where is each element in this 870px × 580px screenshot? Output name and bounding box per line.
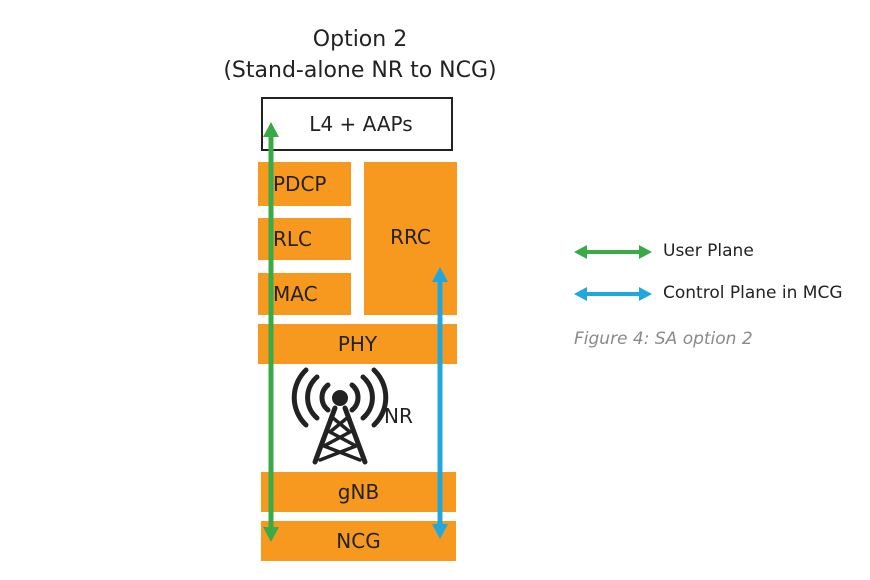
rrc-box: RRC bbox=[364, 162, 457, 315]
l4-aaps-label: L4 + AAPs bbox=[309, 112, 413, 136]
nr-label: NR bbox=[384, 404, 413, 428]
legend-control-plane-icon bbox=[574, 287, 652, 301]
phy-label: PHY bbox=[337, 332, 378, 356]
phy-box: PHY bbox=[258, 324, 457, 364]
diagram-title-line2: (Stand-alone NR to NCG) bbox=[223, 58, 497, 83]
gnb-label: gNB bbox=[337, 480, 380, 504]
legend-user-plane-icon bbox=[574, 245, 652, 259]
legend-user-plane-label: User Plane bbox=[663, 241, 754, 261]
user-plane-arrow bbox=[263, 122, 279, 542]
control-plane-arrow bbox=[432, 267, 448, 539]
ncg-label: NCG bbox=[336, 529, 381, 553]
figure-caption: Figure 4: SA option 2 bbox=[574, 329, 753, 349]
rlc-label: RLC bbox=[273, 227, 313, 251]
pdcp-label: PDCP bbox=[273, 172, 327, 196]
gnb-box: gNB bbox=[261, 472, 456, 512]
l4-aaps-box: L4 + AAPs bbox=[261, 97, 453, 151]
rrc-label: RRC bbox=[390, 224, 431, 249]
ncg-box: NCG bbox=[261, 521, 456, 561]
legend-control-plane-label: Control Plane in MCG bbox=[663, 283, 843, 303]
mac-label: MAC bbox=[273, 282, 318, 306]
diagram-title-line1: Option 2 bbox=[312, 27, 408, 52]
